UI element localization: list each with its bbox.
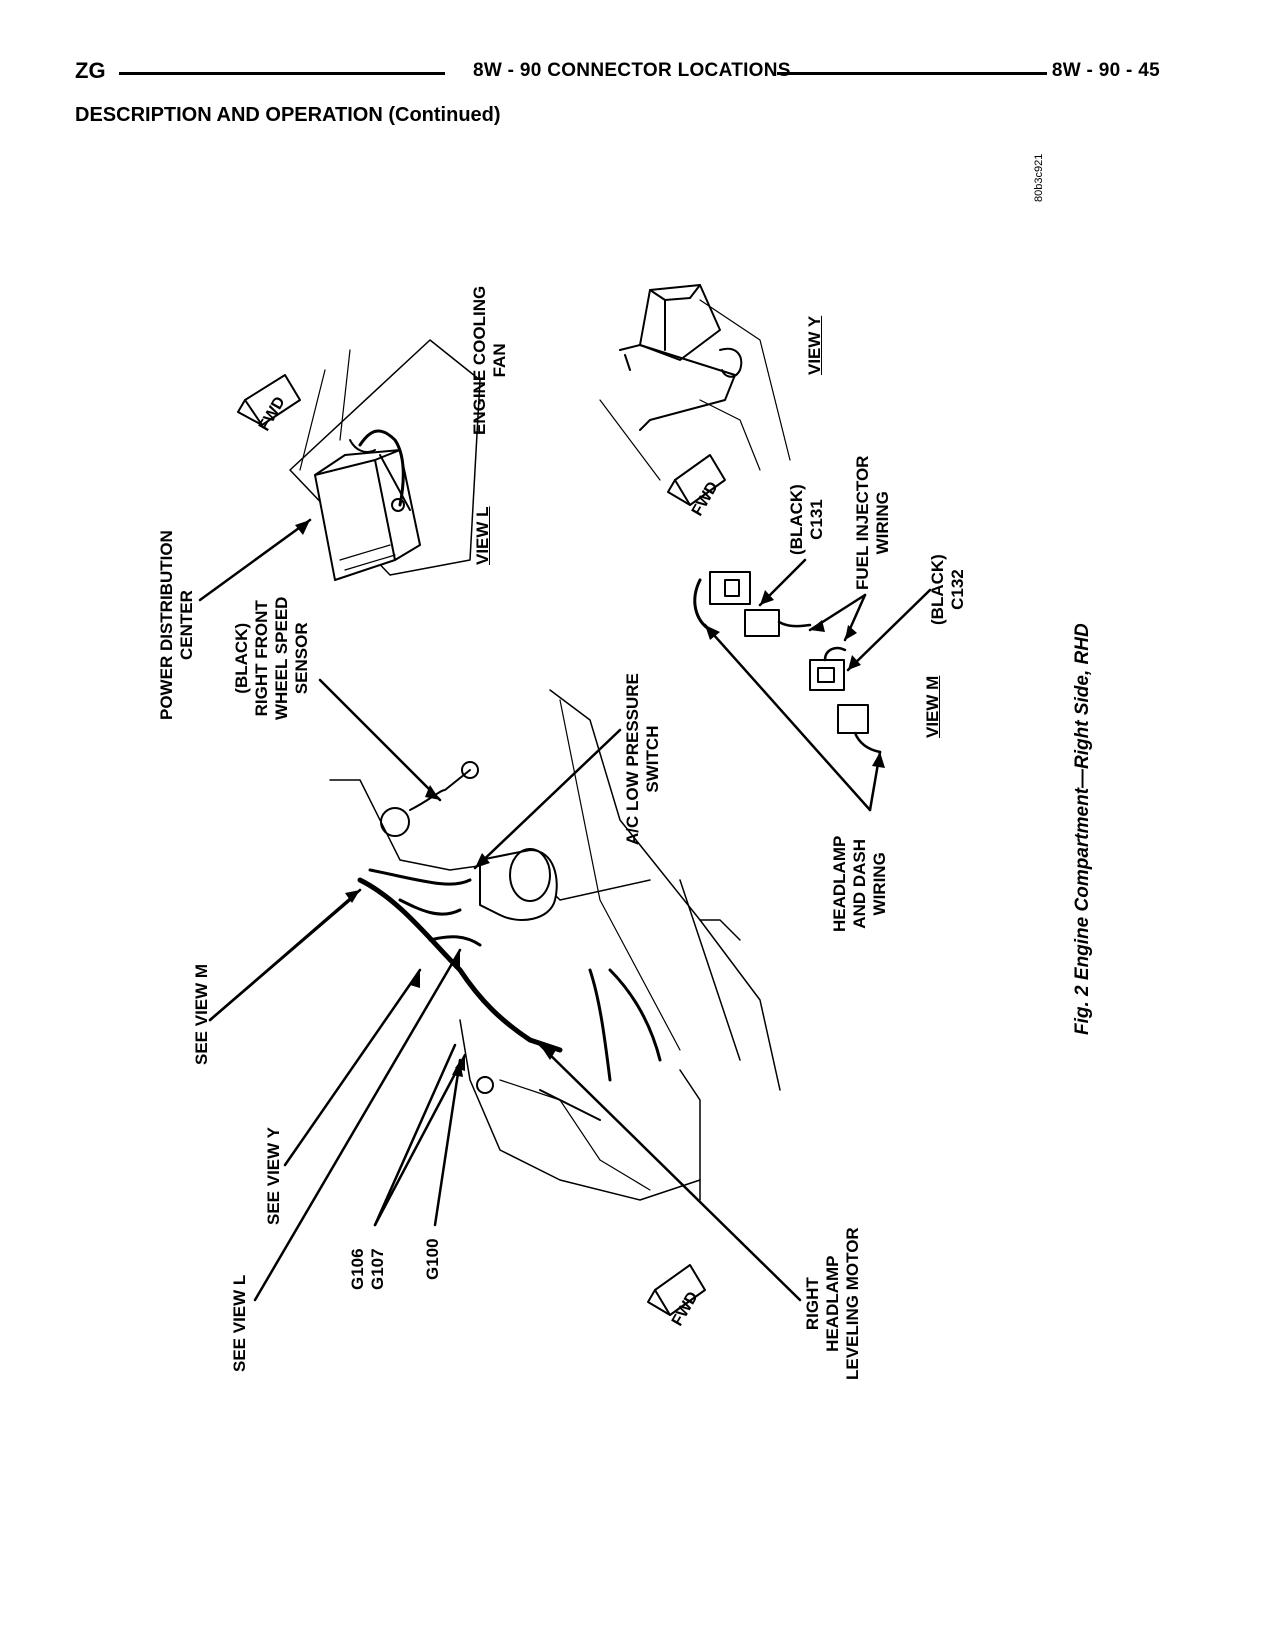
header-left: ZG <box>75 58 106 83</box>
label-c132: (BLACK) C132 <box>928 554 967 625</box>
label-see-view-m: SEE VIEW M <box>192 963 211 1065</box>
label-g100: G100 <box>423 1238 442 1280</box>
label-view-y: VIEW Y <box>805 315 824 375</box>
header-right: 8W - 90 - 45 <box>1051 60 1160 81</box>
figure-id: 80b3c921 <box>1033 153 1045 202</box>
section-title: DESCRIPTION AND OPERATION (Continued) <box>75 104 501 126</box>
header-center: 8W - 90 CONNECTOR LOCATIONS <box>473 60 791 81</box>
label-see-view-y: SEE VIEW Y <box>264 1127 283 1225</box>
figure-caption: Fig. 2 Engine Compartment—Right Side, RH… <box>1072 623 1093 1035</box>
label-see-view-l: SEE VIEW L <box>230 1274 249 1372</box>
label-view-l: VIEW L <box>473 506 492 565</box>
header-rule-left <box>119 72 445 75</box>
page-header: ZG 8W - 90 CONNECTOR LOCATIONS 8W - 90 -… <box>75 58 1160 88</box>
label-fuel-injector-wiring: FUEL INJECTOR WIRING <box>853 455 892 590</box>
label-engine-cooling-fan: ENGINE COOLING FAN <box>470 285 509 435</box>
label-view-m: VIEW M <box>923 675 942 738</box>
label-ac-low-pressure-switch: A/C LOW PRESSURE SWITCH <box>623 673 662 845</box>
label-right-front-wheel-speed-sensor: (BLACK) RIGHT FRONT WHEEL SPEED SENSOR <box>232 596 311 720</box>
label-g106-g107: G106 G107 <box>348 1248 387 1290</box>
header-rule-right <box>777 72 1047 75</box>
label-headlamp-dash-wiring: HEADLAMP AND DASH WIRING <box>830 835 889 932</box>
label-power-distribution-center: POWER DISTRIBUTION CENTER <box>157 530 196 720</box>
label-c131: (BLACK) C131 <box>787 484 826 555</box>
label-right-headlamp-leveling-motor: RIGHT HEADLAMP LEVELING MOTOR <box>803 1227 862 1380</box>
